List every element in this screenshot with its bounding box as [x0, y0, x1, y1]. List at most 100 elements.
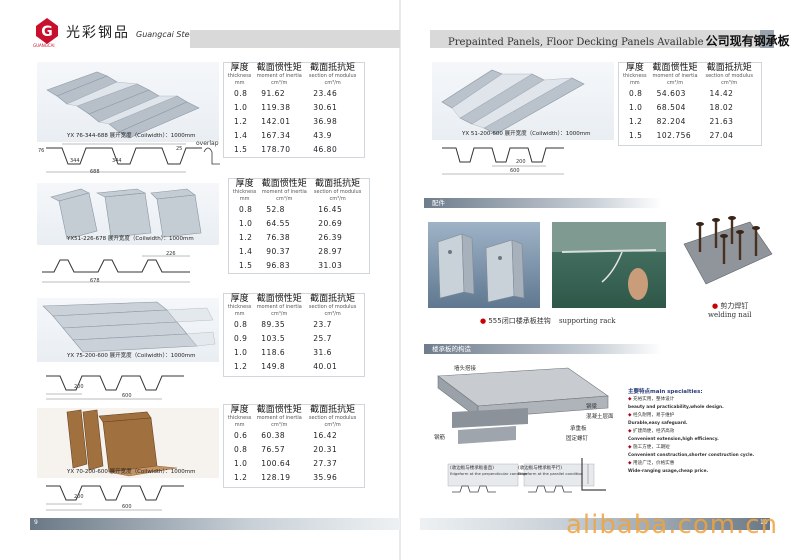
inertia-cell: 54.603	[656, 89, 686, 99]
thickness-en: thickness	[227, 414, 252, 421]
thickness-en: thickness	[227, 303, 252, 310]
thickness-cell: 0.8	[629, 89, 643, 99]
dim-1d: 76	[38, 148, 45, 154]
modulus-cell: 25.7	[313, 334, 332, 344]
structure-bottom-en-1: Edgeform at the perpendicular condition	[450, 471, 528, 476]
dim-2a: 226	[166, 251, 176, 257]
structure-label-3: 混凝土层面	[586, 414, 614, 420]
modulus-cell: 28.97	[318, 247, 343, 257]
inertia-cell: 167.34	[261, 131, 291, 141]
inertia-cell: 91.62	[261, 89, 286, 99]
modulus-unit: cm³/m	[324, 422, 341, 429]
thickness-en: thickness	[227, 72, 252, 79]
modulus-cell: 30.61	[313, 103, 338, 113]
modulus-cn: 截面抵抗矩	[310, 405, 356, 415]
modulus-cell: 16.45	[318, 205, 343, 215]
thickness-unit: mm	[234, 311, 245, 318]
inertia-cn: 截面惯性矩	[652, 63, 698, 73]
specialty-cn: 充裕实用，整体设计	[633, 397, 675, 402]
dim-2c: 678	[90, 278, 100, 284]
rack-label-en: supporting rack	[558, 317, 616, 325]
inertia-cell: 149.8	[261, 362, 286, 372]
inertia-cell: 142.01	[261, 117, 291, 127]
inertia-cn: 截面惯性矩	[261, 179, 307, 189]
structure-label-4: 承重板	[570, 426, 587, 432]
modulus-cell: 46.80	[313, 145, 338, 155]
specialty-en: beauty and practicability,whole design.	[628, 405, 724, 410]
specialty-en: Durable,easy safeguard.	[628, 421, 688, 426]
thickness-cn: 厚度	[230, 294, 249, 304]
dim-1b: 344	[112, 158, 122, 164]
inertia-cell: 68.504	[656, 103, 686, 113]
page-number-left: 9	[34, 519, 38, 526]
thickness-cell: 1.5	[239, 261, 253, 271]
header-title-cn: 公司现有钢承板	[705, 34, 790, 48]
inertia-cell: 128.19	[261, 473, 291, 483]
modulus-cell: 23.46	[313, 89, 338, 99]
profile-drawing-2	[42, 255, 190, 283]
dim-4a: 200	[74, 494, 84, 500]
inertia-cell: 100.64	[261, 459, 291, 469]
dim-5a: 200	[516, 159, 526, 165]
modulus-cell: 23.7	[313, 320, 332, 330]
bullet-icon: ◆	[628, 461, 633, 466]
accessories-tag: 配件	[424, 198, 662, 208]
inertia-cell: 102.756	[656, 131, 692, 141]
modulus-unit: cm³/m	[721, 80, 738, 87]
panel-photo-2: YX51-226-678 展开宽度（Coilwidth）：1000mm	[37, 183, 219, 245]
thickness-cell: 0.8	[234, 89, 248, 99]
inertia-en: moment of inertia	[256, 414, 302, 421]
thickness-cell: 0.9	[234, 334, 248, 344]
panel-photo-5-art	[441, 69, 585, 135]
accessory-photo-rack	[428, 222, 540, 308]
dim-1a: 344	[70, 158, 80, 164]
thickness-cell: 1.2	[234, 473, 248, 483]
footer-bar-right	[420, 518, 770, 530]
inertia-en: moment of inertia	[256, 72, 302, 79]
modulus-cn: 截面抵抗矩	[315, 179, 361, 189]
thickness-cn: 厚度	[235, 179, 254, 189]
thickness-cell: 0.8	[234, 320, 248, 330]
edge-detail-drawing	[581, 458, 606, 491]
panel-photo-5: YX 51-200-600 展开宽度（Coilwidth）：1000mm	[432, 62, 614, 140]
panel-caption-2: YX51-226-678 展开宽度（Coilwidth）：1000mm	[67, 236, 194, 242]
site-art	[552, 222, 666, 300]
header-bar-end	[760, 30, 774, 48]
page-number-right: 10	[760, 519, 768, 526]
modulus-unit: cm³/m	[324, 80, 341, 87]
modulus-cn: 截面抵抗矩	[706, 63, 752, 73]
dim-1c: 688	[90, 169, 100, 175]
thickness-cell: 1.2	[239, 233, 253, 243]
modulus-cell: 27.04	[709, 131, 734, 141]
table-row: 0.8 91.62 23.46	[226, 87, 360, 101]
rack-label-icon: ●	[480, 317, 487, 325]
specialty-en: Convenient extension,high efficiency.	[628, 437, 719, 442]
modulus-en: section of modulus	[308, 303, 357, 310]
panel-photo-3: YX 75-200-600 展开宽度（Coilwidth）：1000mm	[37, 298, 219, 362]
thickness-cell: 1.2	[234, 117, 248, 127]
inertia-cn: 截面惯性矩	[256, 63, 302, 73]
brand-logo-letters: GUANGCAI	[33, 43, 55, 48]
accessory-photo-nails	[680, 214, 776, 290]
thickness-cell: 1.4	[239, 247, 253, 257]
thickness-en: thickness	[232, 188, 257, 195]
